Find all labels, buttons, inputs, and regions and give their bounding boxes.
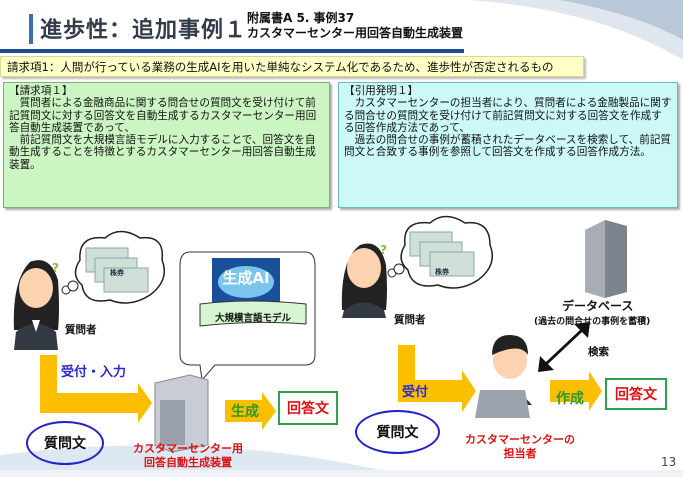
operator-label: カスタマーセンターの 担当者 [455, 433, 585, 461]
stock-label: 株券 [110, 269, 124, 277]
device-label: カスタマーセンター用 回答自動生成装置 [125, 442, 251, 470]
svg-text:?: ? [380, 243, 387, 257]
citation-box: 【引用発明１】 カスタマーセンターの担当者により、質問者による金融製品に関する問… [338, 82, 678, 208]
database-note: (過去の問合せの事例を蓄積) [534, 317, 651, 327]
database-icon [585, 220, 627, 298]
title-accent-bar [29, 14, 33, 44]
citation-text-2: 過去の問合せの事例が蓄積されたデータベースを検索して、前記質問文と合致する事例を… [344, 134, 672, 159]
stock-label: 株券 [435, 268, 449, 276]
summary-banner: 請求項1：人間が行っている業務の生成AIを用いた単純なシステム化であるため、進歩… [0, 56, 584, 77]
ai-label: 生成AI [222, 269, 270, 287]
question-ellipse: 質問文 [355, 410, 440, 454]
create-arrow [550, 371, 602, 411]
questioner-woman-icon: ? [341, 243, 387, 318]
header-rule [0, 49, 464, 53]
citation-heading: 【引用発明１】 [344, 85, 419, 97]
page-title: 進歩性：追加事例１ [40, 18, 248, 43]
page-subtitle: 附属書A 5. 事例37 カスタマーセンター用回答自動生成装置 [247, 11, 463, 41]
claim-text-1: 質問者による金融商品に関する問合せの質問文を受け付けて前記質問文に対する回答文を… [9, 97, 317, 134]
operator-label-line2: 担当者 [503, 447, 537, 460]
right-diagram-graphics: ? [341, 215, 627, 418]
answer-box: 回答文 [278, 391, 338, 425]
receive-arrow [398, 345, 476, 412]
search-label: 検索 [588, 346, 609, 358]
generate-arrow [225, 392, 276, 430]
thought-cloud-icon [61, 230, 165, 304]
page-number: 13 [661, 455, 677, 469]
claim-text-2: 前記質問文を大規模言語モデルに入力することで、回答文を自動生成することを特徴とす… [9, 134, 316, 171]
claim-box: 【請求項１】 質問者による金融商品に関する問合せの質問文を受け付けて前記質問文に… [3, 82, 330, 208]
llm-label: 大規模言語モデル [214, 313, 291, 324]
device-label-line1: カスタマーセンター用 [133, 442, 243, 455]
input-arrow [40, 355, 152, 423]
svg-text:?: ? [52, 261, 59, 275]
questioner-label: 質問者 [394, 314, 426, 326]
device-label-line2: 回答自動生成装置 [144, 456, 232, 469]
question-ellipse: 質問文 [26, 421, 104, 465]
thought-cloud-icon [387, 215, 493, 289]
subtitle-line1: 附属書A 5. 事例37 [247, 11, 355, 25]
server-icon [154, 374, 209, 453]
left-diagram-graphics: ? [13, 230, 316, 453]
operator-label-line1: カスタマーセンターの [465, 433, 575, 446]
questioner-label: 質問者 [65, 324, 97, 336]
generate-label: 生成 [231, 404, 259, 420]
citation-text-1: カスタマーセンターの担当者により、質問者による金融製品に関する問合せの質問文を受… [344, 97, 672, 134]
subtitle-line2: カスタマーセンター用回答自動生成装置 [247, 26, 464, 40]
claim-heading: 【請求項１】 [9, 85, 73, 97]
receive-label: 受付 [402, 385, 429, 400]
questioner-woman-icon: ? [13, 260, 60, 350]
input-label: 受付・入力 [61, 365, 127, 380]
operator-icon [475, 335, 532, 418]
create-label: 作成 [556, 391, 584, 407]
llm-banner [199, 300, 307, 327]
search-arrow-icon [538, 322, 590, 372]
answer-box: 回答文 [605, 378, 667, 410]
database-label: データベース [562, 299, 634, 313]
